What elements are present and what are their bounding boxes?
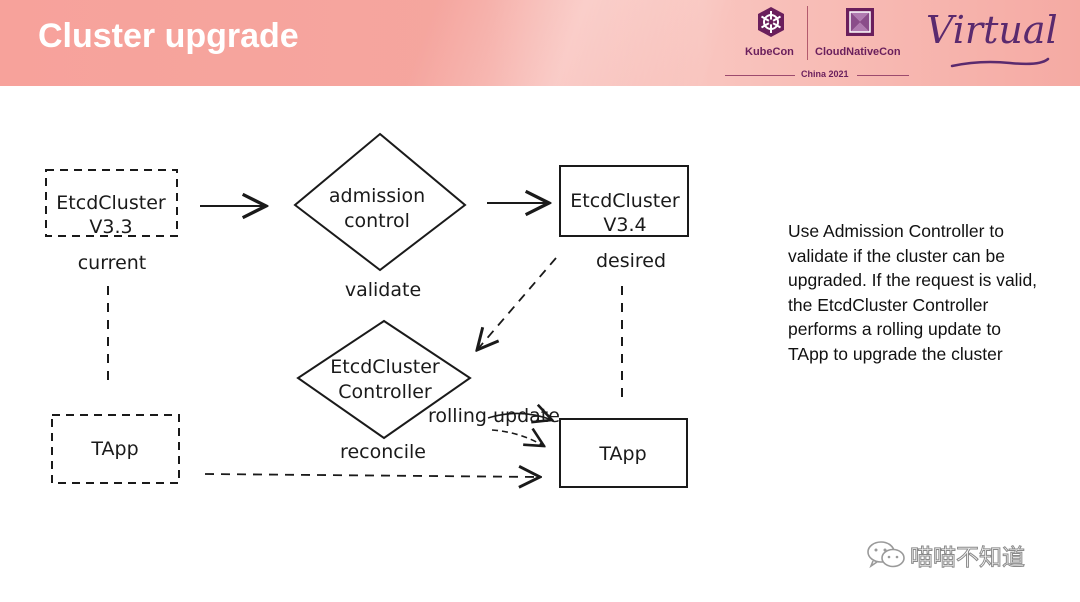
kubecon-label: KubeCon	[745, 46, 794, 58]
arrow-desired-to-controller	[477, 257, 557, 350]
etcdcluster-controller-node: EtcdCluster Controller	[296, 319, 472, 440]
etcdcluster-desired-line2: V3.4	[603, 214, 646, 236]
validate-caption: validate	[345, 279, 421, 301]
reconcile-caption: reconcile	[340, 441, 426, 463]
event-line-right	[857, 75, 909, 76]
kubecon-icon	[758, 7, 784, 37]
arrow-tapp-to-tapp	[204, 474, 540, 477]
cloudnativecon-label: CloudNativeCon	[815, 46, 901, 58]
tapp-right-node: TApp	[559, 418, 688, 488]
virtual-logo: Virtual	[926, 8, 1058, 52]
controller-line2: Controller	[338, 381, 432, 403]
admission-line1: admission	[329, 185, 425, 207]
watermark-text: 喵喵不知道	[910, 545, 1026, 572]
admission-line2: control	[344, 210, 410, 232]
wechat-icon	[867, 541, 905, 569]
controller-line1: EtcdCluster	[330, 356, 440, 378]
etcdcluster-desired-node: EtcdCluster V3.4	[559, 165, 689, 237]
rolling-update-arrow-2	[491, 430, 544, 446]
cloudnativecon-icon	[846, 8, 874, 36]
etcdcluster-current-line2: V3.3	[89, 216, 132, 238]
tapp-left-label: TApp	[90, 438, 138, 460]
event-logo: KubeCon CloudNativeCon China 2021	[725, 0, 915, 86]
etcdcluster-current-node: EtcdCluster V3.3	[45, 169, 178, 238]
watermark: 喵喵不知道	[866, 538, 1026, 572]
header-banner: Cluster upgrade KubeCon CloudNativeCon C…	[0, 0, 1080, 86]
description-text: Use Admission Controller to validate if …	[788, 221, 1038, 364]
etcdcluster-current-line1: EtcdCluster	[56, 192, 166, 214]
logo-divider	[807, 6, 808, 60]
etcdcluster-desired-line1: EtcdCluster	[570, 190, 680, 212]
event-line-left	[725, 75, 795, 76]
rolling-update-arrow-1	[487, 413, 552, 420]
tapp-left-node: TApp	[51, 414, 180, 484]
tapp-right-label: TApp	[598, 443, 646, 465]
current-caption: current	[78, 252, 147, 274]
slide-title: Cluster upgrade	[38, 17, 299, 55]
event-label: China 2021	[801, 69, 849, 79]
desired-caption: desired	[596, 250, 666, 272]
virtual-underline	[950, 57, 1050, 68]
admission-control-node: admission control	[293, 132, 467, 272]
